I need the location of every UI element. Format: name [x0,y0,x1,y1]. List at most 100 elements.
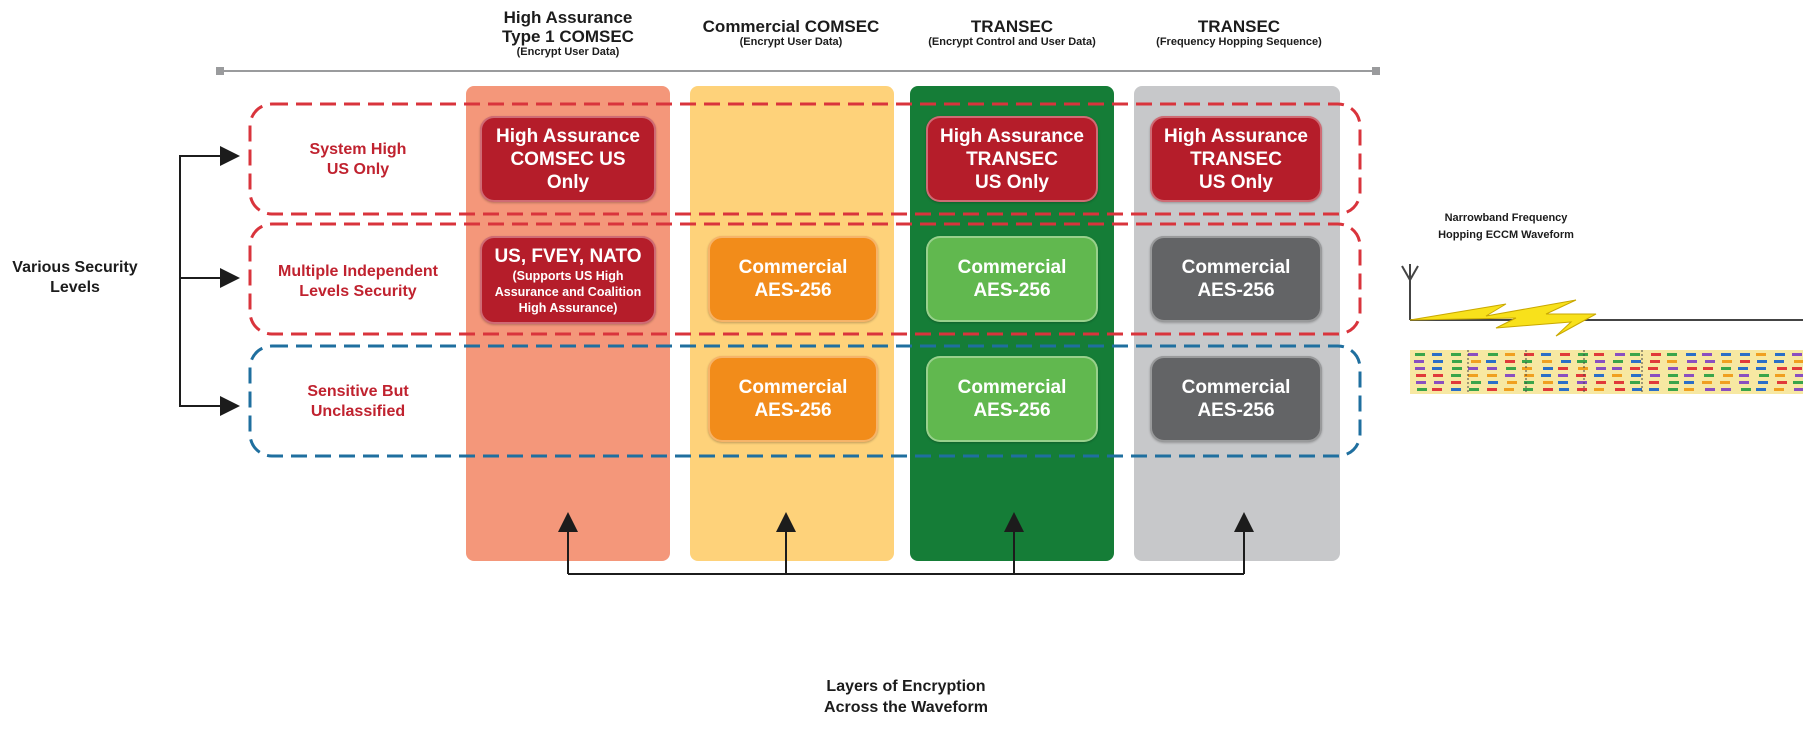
hop-dash [1559,388,1569,391]
hop-dash [1432,353,1442,356]
box-text: AES-256 [754,400,832,421]
hop-dash [1432,388,1442,391]
hop-dash [1703,367,1713,370]
hop-dash [1721,388,1731,391]
hop-dash [1774,360,1784,363]
hop-dash [1668,388,1678,391]
left-bracket-arrows [179,146,240,416]
hop-dash [1524,353,1534,356]
bottom-layer-arrows [558,512,1254,575]
box-text: US, FVEY, NATO [494,245,642,267]
hop-dash [1578,353,1588,356]
box-hopping-aes-mils: Commercial AES-256 [1150,236,1322,322]
hop-dash [1615,353,1625,356]
hop-dash [1702,353,1712,356]
hop-dash [1505,353,1515,356]
hop-dash [1577,388,1587,391]
hop-dash [1468,367,1478,370]
hop-dash [1649,388,1659,391]
hop-dash [1596,367,1606,370]
box-transec-aes-mils: Commercial AES-256 [926,236,1098,322]
hop-dash [1614,381,1624,384]
hop-dash [1630,381,1640,384]
hop-dash [1739,374,1749,377]
hop-dash [1416,381,1426,384]
level-label-system-high: System High US Only [258,140,458,180]
hop-dash [1667,360,1677,363]
box-text: TRANSEC [966,148,1058,170]
hop-dash [1522,367,1532,370]
hop-dash [1542,360,1552,363]
column-title: High Assurance [503,8,633,27]
hop-dash [1594,353,1604,356]
box-text: High Assurance [1164,125,1308,147]
box-text: Commercial [1181,377,1291,398]
hop-dash [1794,388,1803,391]
hop-dash [1451,381,1461,384]
hop-dash [1488,353,1498,356]
hop-dash [1684,388,1694,391]
hop-dash [1668,367,1678,370]
hop-dash [1577,360,1587,363]
column-commercial-comsec [690,86,894,561]
hop-dash [1558,374,1568,377]
hop-dash [1722,360,1732,363]
hop-dash [1558,381,1568,384]
column-subtitle: (Encrypt User Data) [739,36,843,48]
hop-dash [1687,360,1697,363]
top-span-bar [216,67,1380,75]
hop-dash [1541,353,1551,356]
hop-dash [1650,360,1660,363]
hop-dash [1756,388,1766,391]
box-subtext: Assurance and Coalition [494,284,642,299]
level-label-line: System High [309,141,407,158]
hop-dash [1757,360,1767,363]
hop-dash [1524,381,1534,384]
hop-dash [1414,360,1424,363]
box-commercial-aes-mils: Commercial AES-256 [708,236,878,322]
column-title: TRANSEC [1197,17,1281,36]
level-label-line: Unclassified [310,403,406,420]
hop-dash [1468,353,1478,356]
left-label-line: Various Security [12,259,138,276]
hop-dash [1543,388,1553,391]
hop-dash [1774,388,1784,391]
hop-dash [1702,381,1712,384]
hop-dash [1792,367,1802,370]
bottom-label-layers-of-encryption: Layers of Encryption Across the Waveform [756,676,1056,718]
hop-dash [1684,374,1694,377]
hop-dash [1615,388,1625,391]
hop-dash [1543,367,1553,370]
level-label-sbu: Sensitive But Unclassified [258,382,458,422]
hop-dash [1523,388,1533,391]
hop-dash [1758,381,1768,384]
hop-dash [1451,388,1461,391]
hop-dash [1650,374,1660,377]
box-us-fvey-nato: US, FVEY, NATO (Supports US High Assuran… [480,236,656,324]
hop-dash [1738,367,1748,370]
hop-dash [1612,374,1622,377]
hop-dash [1759,374,1769,377]
hop-dash [1630,353,1640,356]
hop-dash [1704,374,1714,377]
hop-dash [1487,388,1497,391]
hop-dash [1560,353,1570,356]
hop-dash [1775,374,1785,377]
hop-dash [1432,367,1442,370]
hop-dash [1469,388,1479,391]
box-commercial-aes-sbu: Commercial AES-256 [708,356,878,442]
hop-dash [1468,374,1478,377]
hop-dash [1741,388,1751,391]
hop-dash [1434,381,1444,384]
hop-dash [1793,381,1803,384]
hop-dash [1686,353,1696,356]
box-text: Commercial [1181,257,1291,278]
hop-dash [1794,360,1803,363]
hop-dash [1630,367,1640,370]
box-text: High Assurance [496,125,640,147]
hop-dash [1777,367,1787,370]
hop-dash [1756,367,1766,370]
hop-dash [1561,360,1571,363]
level-label-line: Levels Security [299,283,417,300]
hop-dash [1631,374,1641,377]
